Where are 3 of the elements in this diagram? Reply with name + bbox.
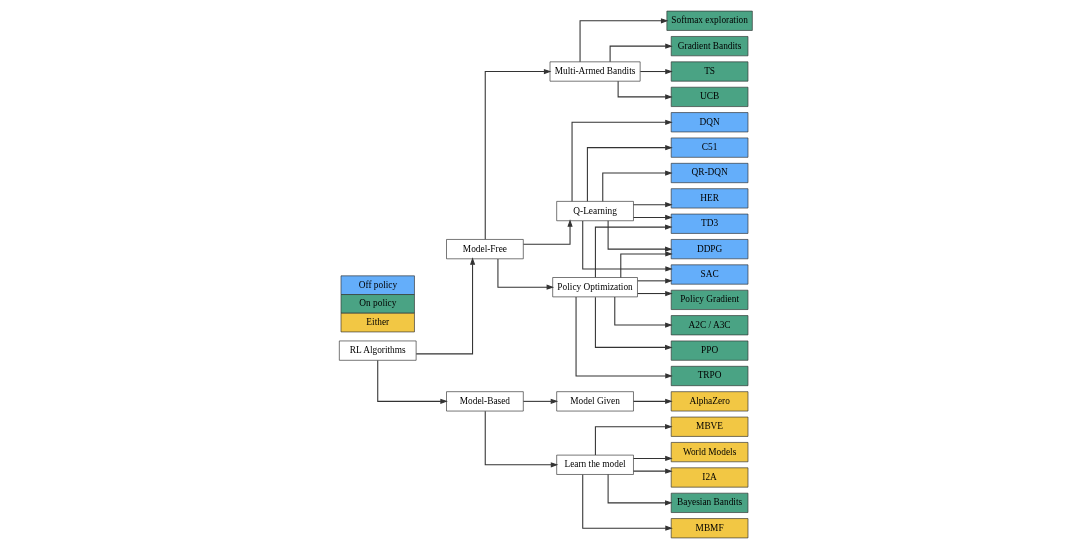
legend-label: Either <box>366 317 390 328</box>
legend-label: Off policy <box>358 279 398 290</box>
legend-label: On policy <box>359 298 397 309</box>
